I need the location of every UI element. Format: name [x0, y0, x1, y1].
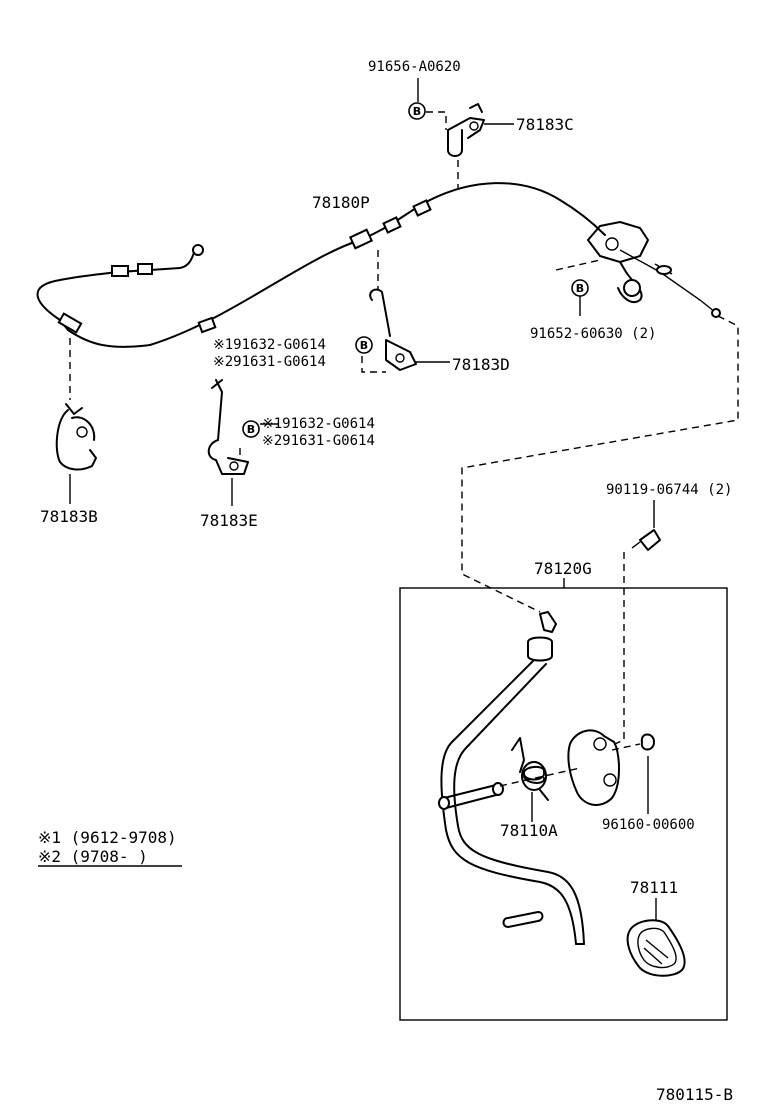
- leader-78183D-bolt: [361, 356, 386, 373]
- spring-78110A: [511, 737, 549, 801]
- label-90119-06744: 90119-06744 (2): [606, 482, 732, 498]
- pedal-arm: [438, 611, 585, 945]
- badge-b-right: B: [571, 279, 589, 297]
- label-96160-00600: 96160-00600: [602, 817, 695, 833]
- badge-b-top: B: [408, 102, 426, 120]
- note-line-2: ※2 (9708- ): [38, 847, 148, 866]
- throttle-cable: [36, 182, 721, 348]
- leader-91656-dash: [426, 111, 447, 130]
- badge-b-mid: B: [355, 336, 373, 354]
- clamp-78183D: [369, 288, 417, 371]
- badge-b-right-text: B: [576, 282, 584, 295]
- leader-96160-dash: [611, 743, 641, 751]
- spring-axis-dash: [499, 767, 581, 787]
- cable-route-dash: [461, 315, 739, 613]
- label-78120G: 78120G: [534, 559, 592, 578]
- badge-b-top-text: B: [413, 105, 421, 118]
- bolt-90119: [631, 529, 661, 551]
- leader-90119-dash: [609, 552, 625, 747]
- diagram-id: 780115-B: [656, 1085, 733, 1104]
- label-78183C: 78183C: [516, 115, 574, 134]
- clamp-78183E: [207, 379, 249, 475]
- badge-b-left-text: B: [247, 423, 255, 436]
- clamp-78183B: [55, 403, 97, 471]
- label-91652-60630: 91652-60630 (2): [530, 326, 656, 342]
- pedal-bracket: [567, 729, 620, 806]
- pedal-pad-78111: [626, 919, 686, 977]
- label-78183E: 78183E: [200, 511, 258, 530]
- label-191632-G0614-a: ※191632-G0614: [213, 337, 326, 353]
- label-78111: 78111: [630, 878, 678, 897]
- ering-96160: [640, 733, 655, 751]
- label-78180P: 78180P: [312, 193, 370, 212]
- leader-91652-dash: [555, 259, 601, 271]
- label-78183B: 78183B: [40, 507, 98, 526]
- note-line-1: ※1 (9612-9708): [38, 828, 177, 847]
- label-91656-A0620: 91656-A0620: [368, 59, 461, 75]
- badge-b-mid-text: B: [360, 339, 368, 352]
- label-78110A: 78110A: [500, 821, 558, 840]
- label-191632-G0614-b: ※191632-G0614: [262, 416, 375, 432]
- label-78183D: 78183D: [452, 355, 510, 374]
- label-291631-G0614-b: ※291631-G0614: [262, 433, 375, 449]
- clamp-78183C: [447, 103, 485, 157]
- label-291631-G0614-a: ※291631-G0614: [213, 354, 326, 370]
- badge-b-left: B: [242, 420, 260, 438]
- cable-bracket-right: [587, 221, 673, 304]
